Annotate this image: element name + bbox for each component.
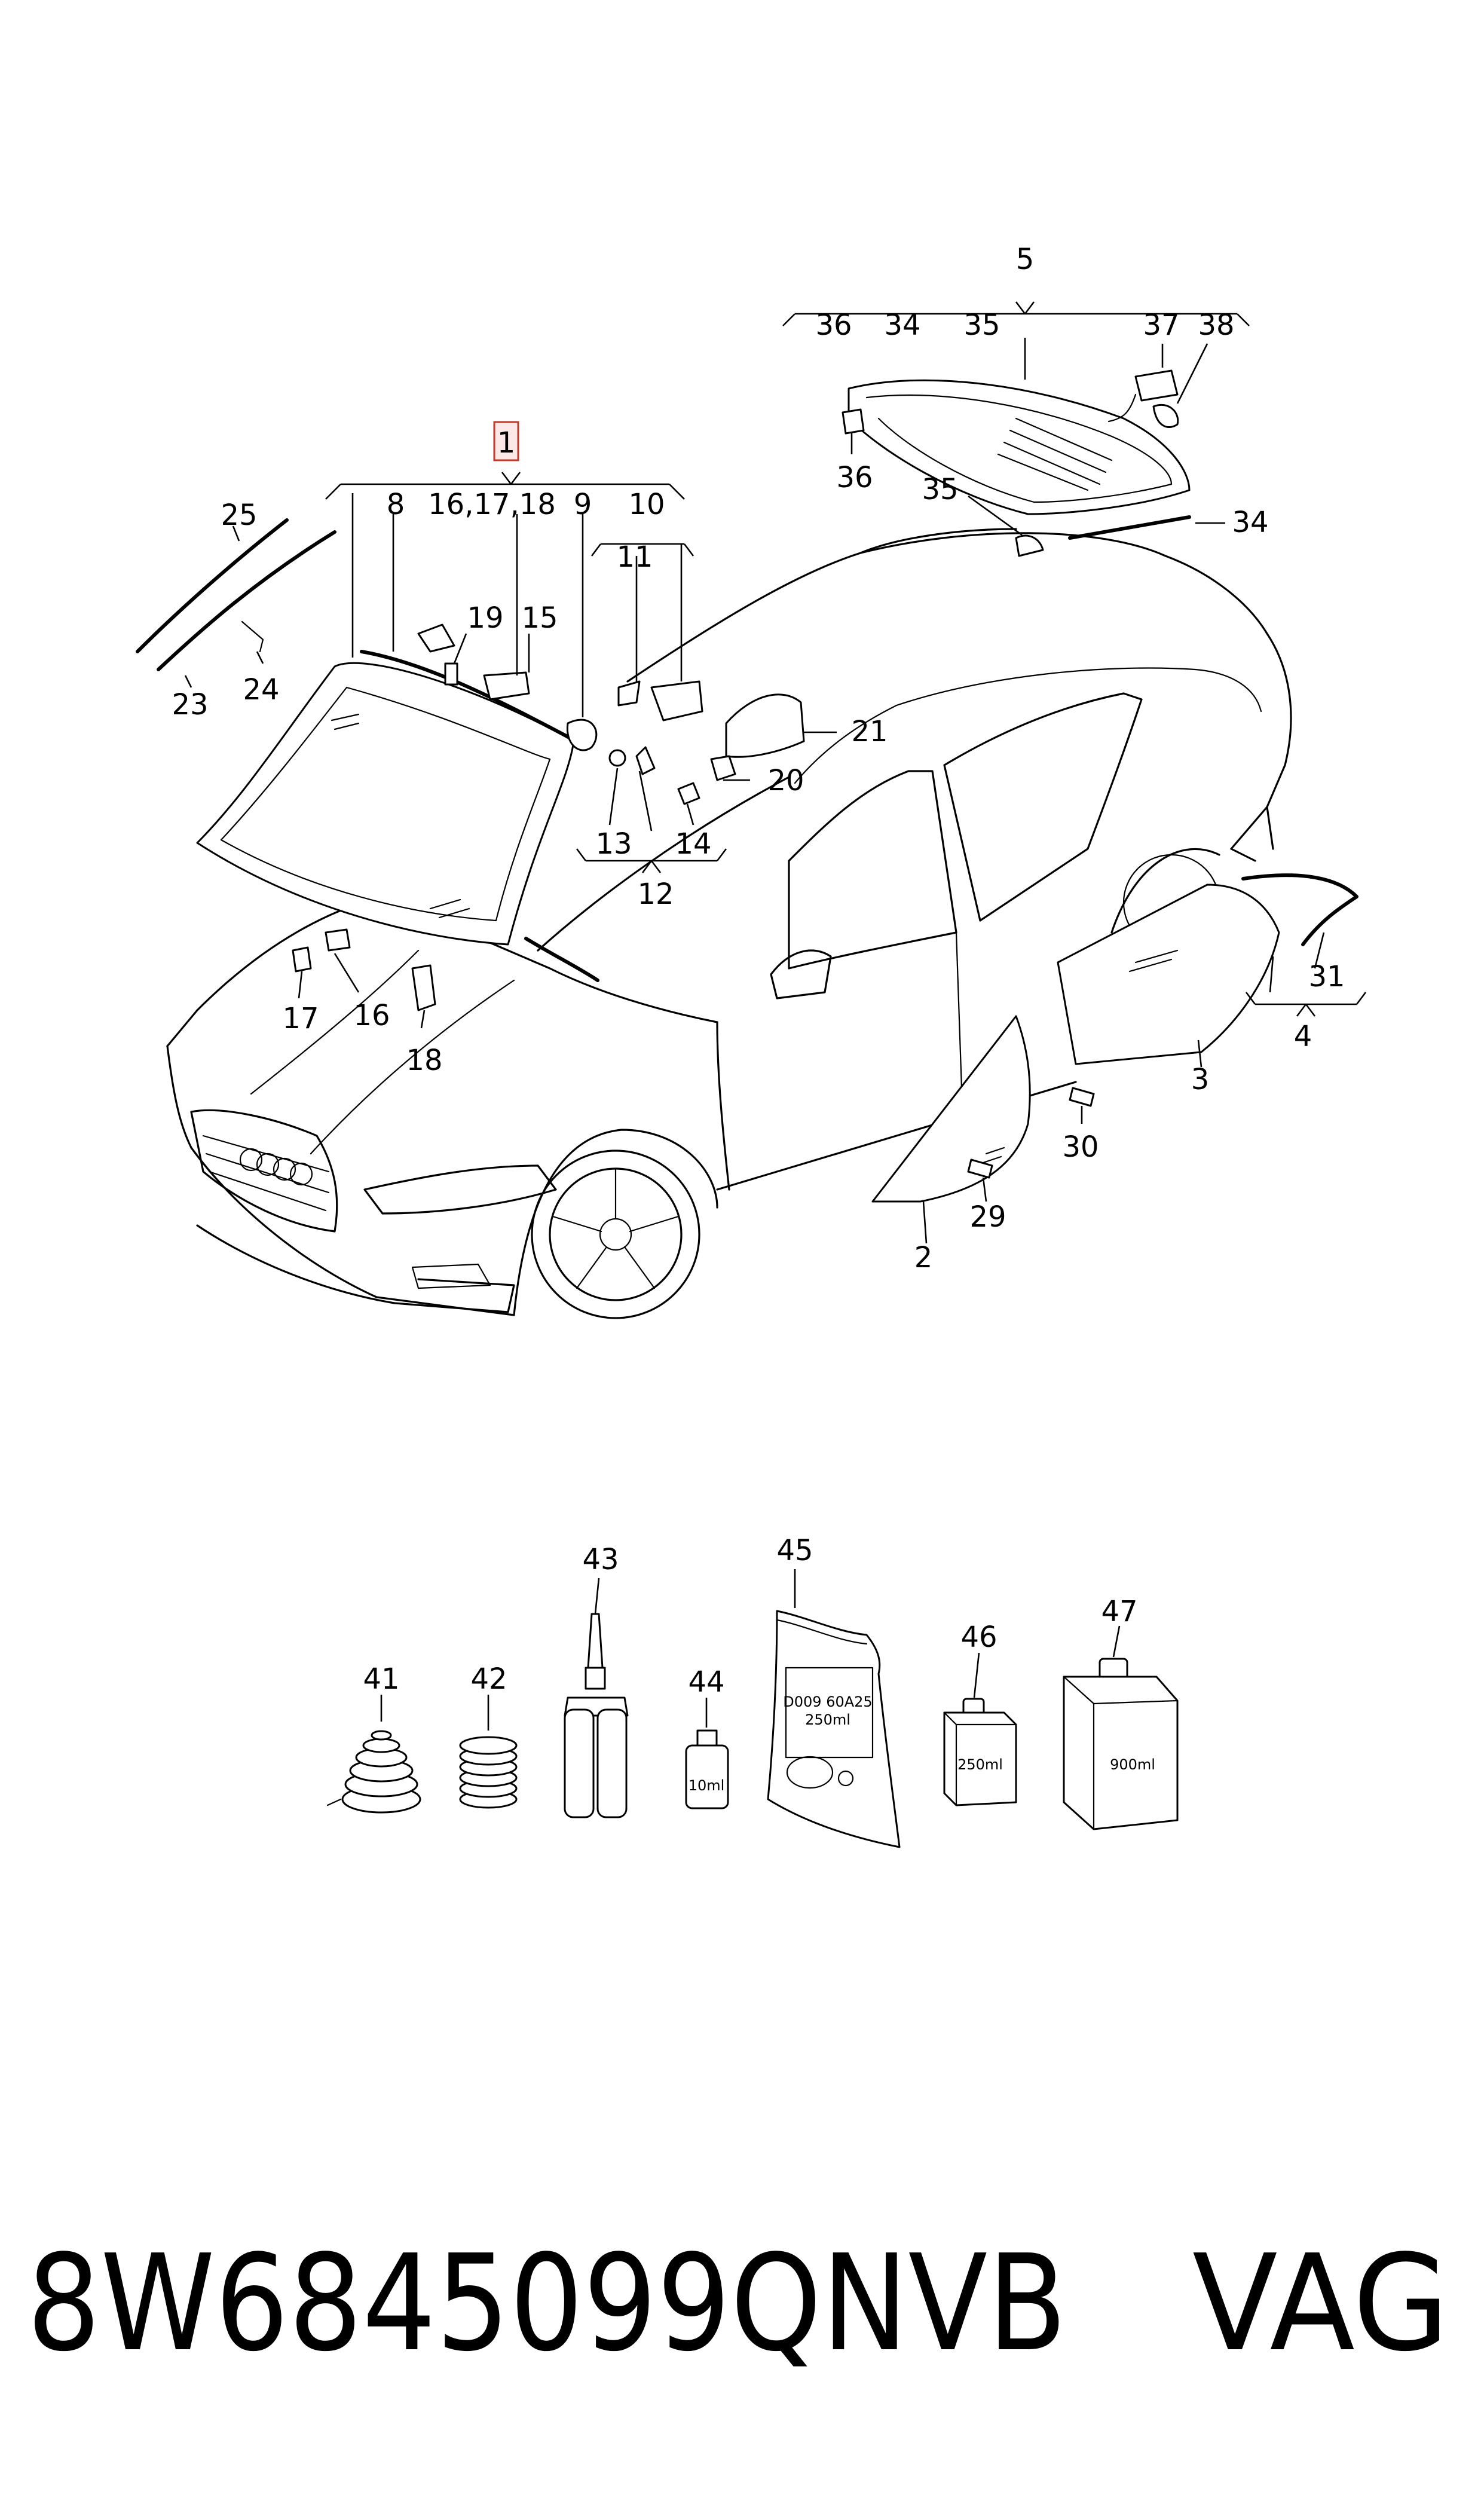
car-illustration: [166, 528, 1292, 1319]
callout-29: 29: [969, 1200, 1006, 1234]
callout-38: 38: [1198, 308, 1234, 342]
callout-35-top: 35: [963, 308, 1000, 342]
callout-labels: 1 8 16,17,18 9 10 11 25 19 15 23 24 21 2…: [172, 243, 1345, 1274]
callout-31: 31: [1308, 960, 1345, 993]
callout-19: 19: [467, 601, 503, 635]
callout-16: 16: [353, 999, 390, 1032]
callout-8: 8: [387, 488, 405, 521]
coiled-strip: [459, 1736, 518, 1809]
sealing-bead-roll: [326, 1730, 421, 1814]
svg-text:250ml: 250ml: [957, 1756, 1003, 1773]
callout-34-top: 34: [884, 308, 920, 342]
parts: [136, 369, 1358, 1203]
callout-35-side: 35: [922, 473, 958, 506]
callout-18: 18: [406, 1044, 442, 1077]
callout-11: 11: [616, 540, 653, 574]
callout-37: 37: [1143, 308, 1179, 342]
callout-16-17-18: 16,17,18: [428, 488, 556, 521]
callout-13: 13: [595, 827, 632, 861]
callout-43: 43: [582, 1543, 619, 1576]
bottle-250ml: 250ml: [943, 1698, 1017, 1806]
callout-41: 41: [363, 1662, 399, 1696]
callout-30: 30: [1062, 1130, 1099, 1164]
callout-23: 23: [172, 688, 208, 722]
svg-text:10ml: 10ml: [689, 1777, 725, 1794]
brand-label: VAG: [1192, 2227, 1449, 2381]
callout-15: 15: [521, 601, 558, 635]
callout-10: 10: [628, 488, 665, 521]
accessory-row: 10ml D009 60A25 250ml 250ml 900ml: [326, 1534, 1179, 1848]
callout-24: 24: [243, 673, 279, 707]
callout-45: 45: [776, 1534, 813, 1567]
callout-3: 3: [1191, 1063, 1210, 1096]
svg-text:D009 60A25: D009 60A25: [783, 1693, 872, 1710]
callout-46: 46: [960, 1621, 997, 1654]
callout-1: 1: [497, 426, 516, 460]
callout-42: 42: [470, 1662, 507, 1696]
callout-17: 17: [282, 1002, 319, 1035]
callout-36-side: 36: [836, 461, 873, 494]
callout-44: 44: [688, 1665, 724, 1699]
callout-12: 12: [637, 878, 674, 911]
part-number: 8W6845099QNVB: [27, 2227, 1067, 2381]
callout-5: 5: [1016, 243, 1035, 276]
callout-1-highlight: [493, 421, 519, 461]
callout-47: 47: [1101, 1595, 1137, 1628]
callout-25: 25: [221, 499, 257, 532]
callout-36-top: 36: [815, 308, 852, 342]
primer-bag: D009 60A25 250ml: [767, 1610, 901, 1848]
callout-4: 4: [1294, 1020, 1312, 1053]
callout-20: 20: [767, 764, 804, 797]
callout-34-side: 34: [1232, 506, 1268, 539]
callout-9: 9: [574, 488, 592, 521]
leader-lines: [184, 301, 1367, 1244]
svg-text:900ml: 900ml: [1110, 1756, 1155, 1773]
twin-cartridge: [564, 1613, 629, 1818]
svg-text:250ml: 250ml: [805, 1711, 850, 1728]
callout-14: 14: [675, 827, 711, 861]
bottle-900ml: 900ml: [1063, 1658, 1179, 1830]
callout-21: 21: [851, 715, 888, 748]
bottle-10ml: 10ml: [685, 1729, 729, 1809]
callout-2: 2: [914, 1241, 933, 1274]
